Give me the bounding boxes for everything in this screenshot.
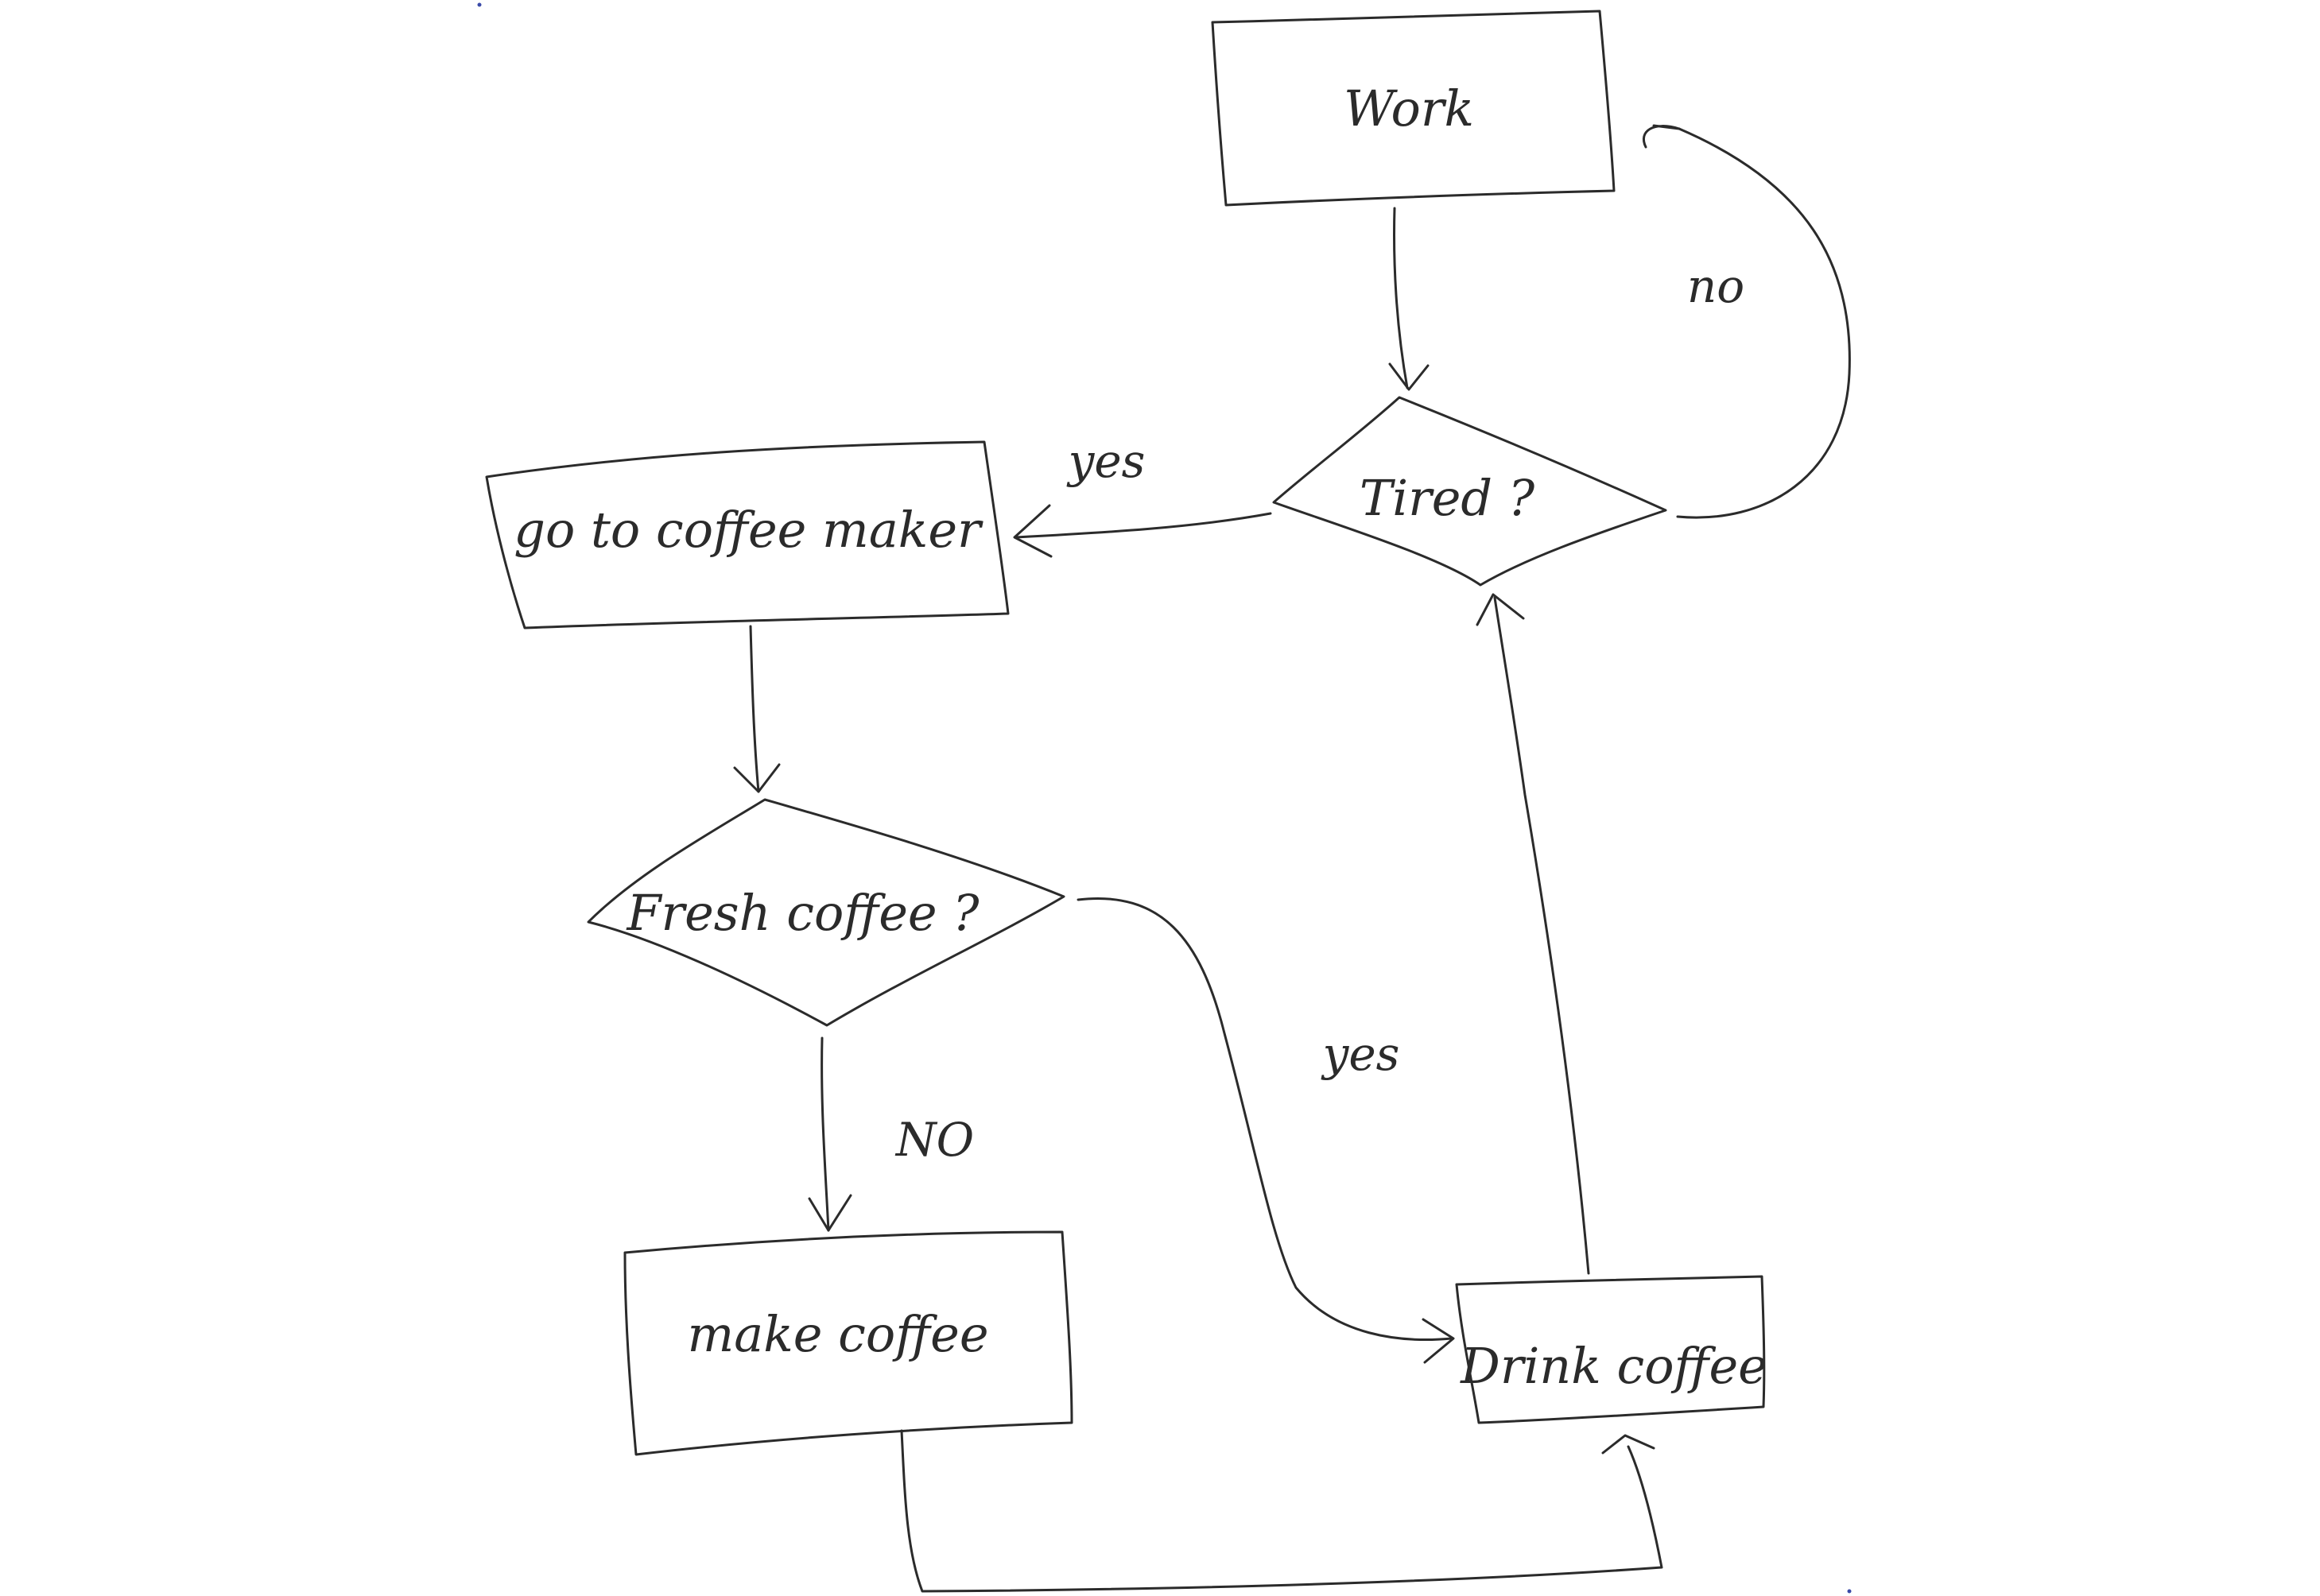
arrowhead-icon: [733, 763, 781, 793]
node-drink-label: Drink coffee: [1460, 1337, 1767, 1395]
node-drink: Drink coffee: [1455, 1275, 1767, 1424]
edge-fresh-to-make-label: NO: [894, 1113, 974, 1167]
edge-tired-to-goto-label: yes: [1066, 434, 1146, 488]
edge-goto-to-fresh-line: [749, 625, 760, 793]
arrowhead-icon: [1422, 1318, 1455, 1364]
node-work-label: Work: [1344, 79, 1474, 138]
node-goto-label: go to coffee maker: [514, 501, 983, 559]
edge-fresh-to-make: NO: [808, 1036, 974, 1232]
node-work: Work: [1211, 10, 1616, 207]
edge-work-to-tired-line: [1393, 207, 1409, 389]
edge-tired-to-work-label: no: [1687, 259, 1744, 313]
edge-goto-to-fresh: [733, 625, 781, 793]
edge-drink-to-tired: [1476, 593, 1590, 1275]
arrowhead-icon: [1476, 593, 1525, 626]
edge-tired-to-goto-line: [1015, 512, 1272, 539]
edge-fresh-to-drink-line: [1077, 897, 1453, 1341]
node-tired: Tired ?: [1272, 396, 1667, 587]
edge-tired-to-goto: yes: [1013, 434, 1272, 558]
node-drink-box: [1455, 1275, 1766, 1424]
edge-make-to-drink-line: [900, 1429, 1663, 1593]
stray-dot: [1847, 1589, 1852, 1594]
arrowhead-icon: [808, 1194, 852, 1232]
node-make: make coffee: [623, 1230, 1073, 1456]
edge-drink-to-tired-line: [1493, 596, 1590, 1275]
edge-fresh-to-drink-label: yes: [1321, 1027, 1400, 1081]
node-fresh-label: Fresh coffee ?: [626, 884, 980, 942]
node-goto-box: [485, 440, 1010, 629]
arrowhead-icon: [1013, 504, 1053, 558]
arrowhead-icon: [1601, 1434, 1655, 1455]
arrowhead-icon: [1643, 124, 1681, 149]
edge-fresh-to-make-line: [821, 1036, 830, 1232]
edge-make-to-drink: [900, 1429, 1663, 1593]
node-make-label: make coffee: [687, 1305, 988, 1363]
node-tired-label: Tired ?: [1360, 469, 1535, 527]
node-make-box: [623, 1230, 1073, 1456]
edge-fresh-to-drink: yes: [1077, 897, 1455, 1364]
arrowhead-icon: [1388, 362, 1430, 391]
edge-work-to-tired: [1388, 207, 1430, 391]
stray-dot: [477, 2, 482, 7]
node-goto: go to coffee maker: [485, 440, 1010, 629]
edge-tired-to-work-line: [1676, 127, 1851, 519]
node-work-box: [1211, 10, 1616, 207]
node-tired-diamond: [1272, 396, 1667, 587]
node-fresh: Fresh coffee ?: [587, 798, 1065, 1027]
edge-tired-to-work: no: [1643, 124, 1851, 519]
node-fresh-diamond: [587, 798, 1065, 1027]
